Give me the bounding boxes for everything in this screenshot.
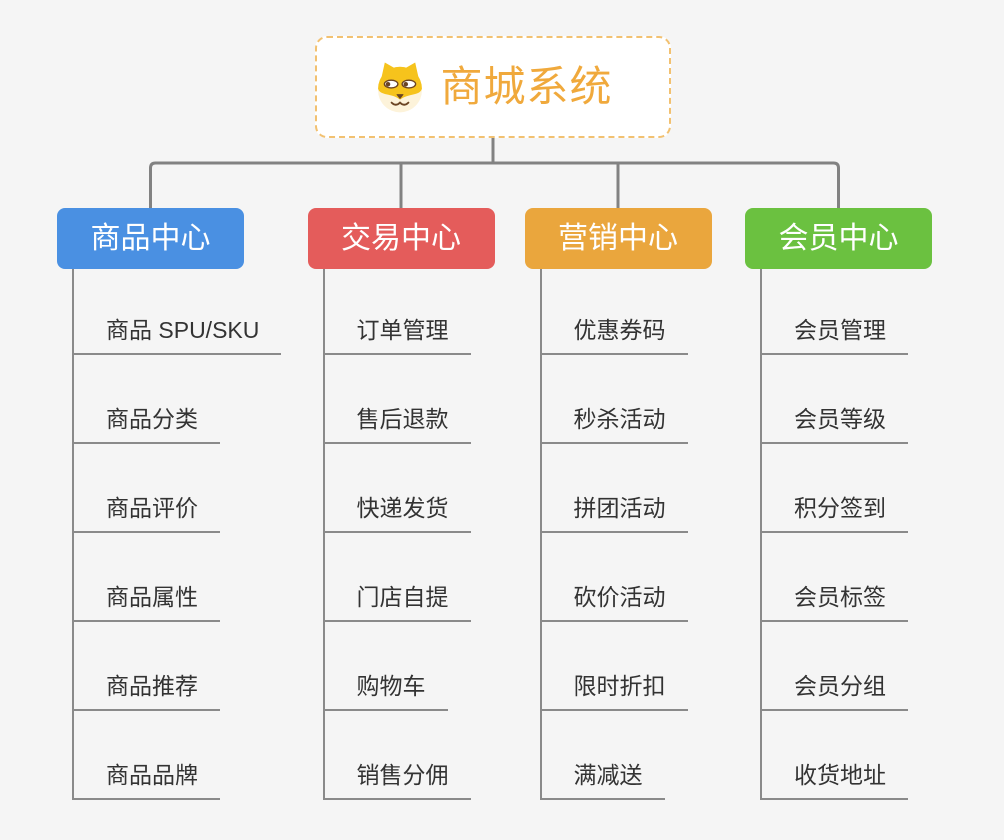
- leaf-node[interactable]: 秒杀活动: [539, 396, 688, 444]
- trunk-line: [539, 269, 542, 800]
- leaf-node[interactable]: 销售分佣: [322, 752, 471, 800]
- leaf-node[interactable]: 商品 SPU/SKU: [72, 307, 282, 355]
- branch-column: 商品 SPU/SKU 商品分类商品评价商品属性商品推荐商品品牌: [72, 269, 312, 800]
- branch-label: 营销中心: [558, 221, 678, 255]
- branch-node-2[interactable]: 交易中心: [307, 208, 495, 269]
- leaf-node[interactable]: 快递发货: [322, 485, 471, 533]
- branch-node-4[interactable]: 会员中心: [745, 208, 932, 269]
- branch-column: 订单管理售后退款快递发货门店自提购物车销售分佣: [322, 269, 563, 800]
- leaf-node[interactable]: 商品分类: [72, 396, 220, 444]
- branch-label: 会员中心: [778, 221, 899, 255]
- trunk-line: [72, 269, 74, 800]
- root-title: 商城系统: [440, 63, 613, 110]
- leaf-node[interactable]: 会员管理: [760, 307, 908, 355]
- leaf-node[interactable]: 满减送: [539, 752, 665, 800]
- leaf-node[interactable]: 商品品牌: [72, 752, 220, 800]
- leaf-node[interactable]: 优惠券码: [539, 307, 688, 355]
- trunk-line: [322, 269, 325, 800]
- shiba-dog-icon: [378, 62, 423, 113]
- leaf-node[interactable]: 会员等级: [760, 396, 908, 444]
- branch-node-3[interactable]: 营销中心: [524, 208, 712, 269]
- leaf-node[interactable]: 商品评价: [72, 485, 220, 533]
- leaf-node[interactable]: 会员标签: [760, 574, 908, 622]
- leaf-node[interactable]: 积分签到: [760, 485, 908, 533]
- leaf-node[interactable]: 会员分组: [760, 663, 908, 711]
- leaf-node[interactable]: 门店自提: [322, 574, 471, 622]
- leaf-node[interactable]: 拼团活动: [539, 485, 688, 533]
- leaf-node[interactable]: 订单管理: [322, 307, 471, 355]
- leaf-node[interactable]: 砍价活动: [539, 574, 688, 622]
- branch-column: 优惠券码秒杀活动拼团活动砍价活动限时折扣满减送: [539, 269, 780, 800]
- trunk-line: [760, 269, 762, 800]
- leaf-node[interactable]: 购物车: [322, 663, 448, 711]
- leaf-node[interactable]: 售后退款: [322, 396, 471, 444]
- leaf-node[interactable]: 商品属性: [72, 574, 220, 622]
- leaf-node[interactable]: 收货地址: [760, 752, 908, 800]
- leaf-node[interactable]: 限时折扣: [539, 663, 688, 711]
- branch-label: 商品中心: [90, 221, 211, 255]
- branch-column: 会员管理会员等级积分签到会员标签会员分组收货地址: [760, 269, 1000, 800]
- branch-node-1[interactable]: 商品中心: [57, 208, 244, 269]
- root-node[interactable]: 商城系统: [315, 36, 671, 138]
- branch-label: 交易中心: [341, 221, 461, 255]
- leaf-node[interactable]: 商品推荐: [72, 663, 220, 711]
